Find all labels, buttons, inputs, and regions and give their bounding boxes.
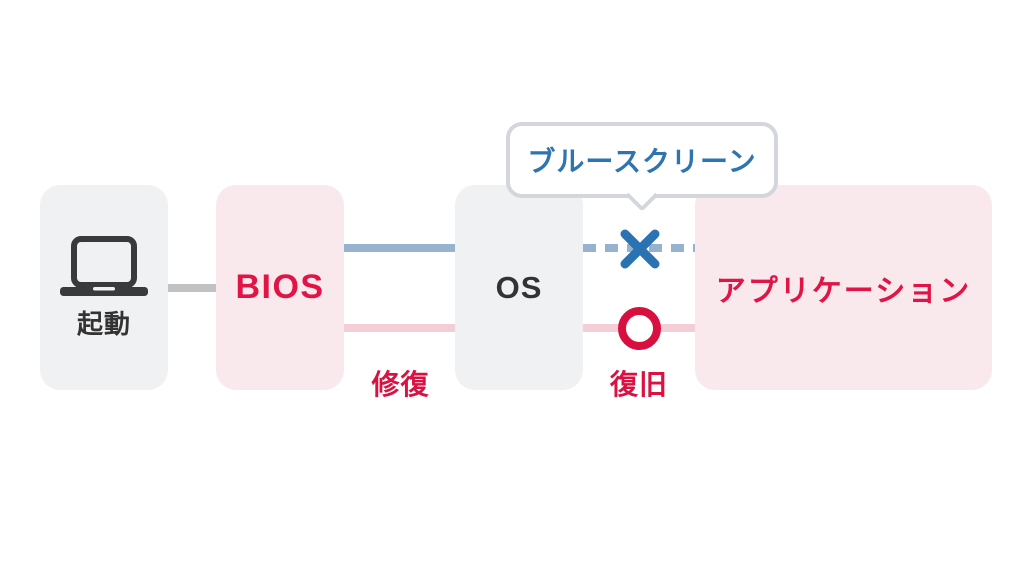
recover-label: 復旧 <box>609 369 668 400</box>
laptop-icon <box>60 235 148 296</box>
node-os: OS <box>455 185 583 390</box>
repair-label: 修復 <box>371 369 430 400</box>
pink-line-bios-os <box>344 324 457 332</box>
node-startup: 起動 <box>40 185 168 390</box>
connector-startup-bios <box>168 284 216 292</box>
node-bios: BIOS <box>216 185 344 390</box>
node-application: アプリケーション <box>695 185 992 390</box>
application-label: アプリケーション <box>715 274 972 308</box>
bluescreen-callout-label: ブルースクリーン <box>527 146 757 177</box>
bios-label: BIOS <box>235 268 325 306</box>
startup-label: 起動 <box>76 308 131 339</box>
callout-tail-pointer <box>625 179 659 212</box>
blue-line-bios-os <box>344 244 457 252</box>
x-mark-icon <box>620 229 660 269</box>
os-label: OS <box>495 269 543 305</box>
circle-mark-icon <box>618 307 661 350</box>
bluescreen-callout: ブルースクリーン <box>506 122 778 212</box>
